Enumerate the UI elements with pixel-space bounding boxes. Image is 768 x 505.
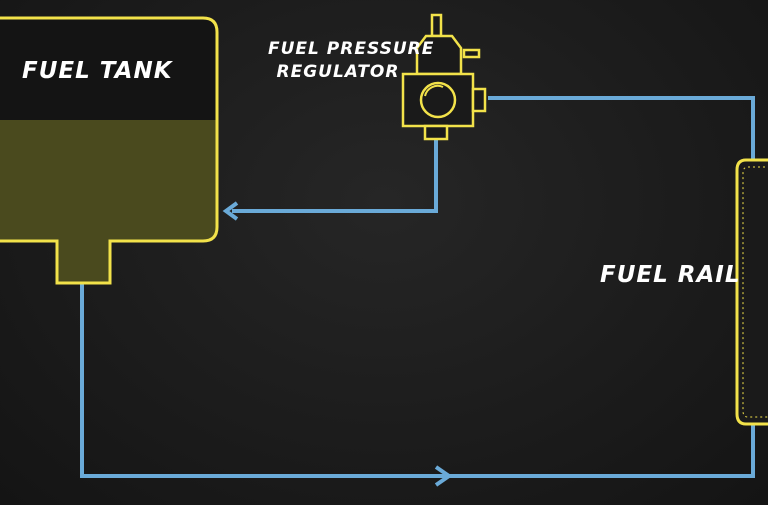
- fuel-rail-inner-dashes: [742, 166, 768, 418]
- fuel-level: [0, 120, 217, 283]
- fuel-pressure-regulator: [401, 13, 487, 141]
- regulator-outlet-port: [471, 87, 487, 113]
- return-arrow-icon: [222, 201, 239, 221]
- fuel-tank: [0, 16, 219, 285]
- regulator-gauge-arc: [424, 84, 444, 97]
- return-pipe: [232, 140, 438, 213]
- fuel-tank-label: FUEL TANK: [22, 58, 173, 84]
- fuel-rail-label: FUEL RAIL: [600, 262, 741, 288]
- fuel-rail: [735, 158, 768, 426]
- supply-arrow-icon: [434, 465, 453, 487]
- fuel-tank-top: [0, 18, 217, 120]
- rail-to-regulator-pipe: [488, 96, 755, 160]
- regulator-label-line-2: REGULATOR: [276, 62, 400, 82]
- regulator-spring-stem: [430, 13, 443, 38]
- pipes: [80, 96, 755, 478]
- regulator-label: FUEL PRESSURE REGULATOR: [268, 38, 435, 84]
- fuel-rail-outline: [735, 158, 768, 426]
- regulator-side-port-top: [462, 48, 481, 59]
- fuel-tank-outline: [0, 16, 219, 285]
- regulator-bottom-port: [423, 124, 449, 141]
- regulator-gauge-circle-icon: [419, 81, 457, 119]
- supply-pipe: [80, 284, 755, 478]
- regulator-label-line-1: FUEL PRESSURE: [268, 39, 435, 59]
